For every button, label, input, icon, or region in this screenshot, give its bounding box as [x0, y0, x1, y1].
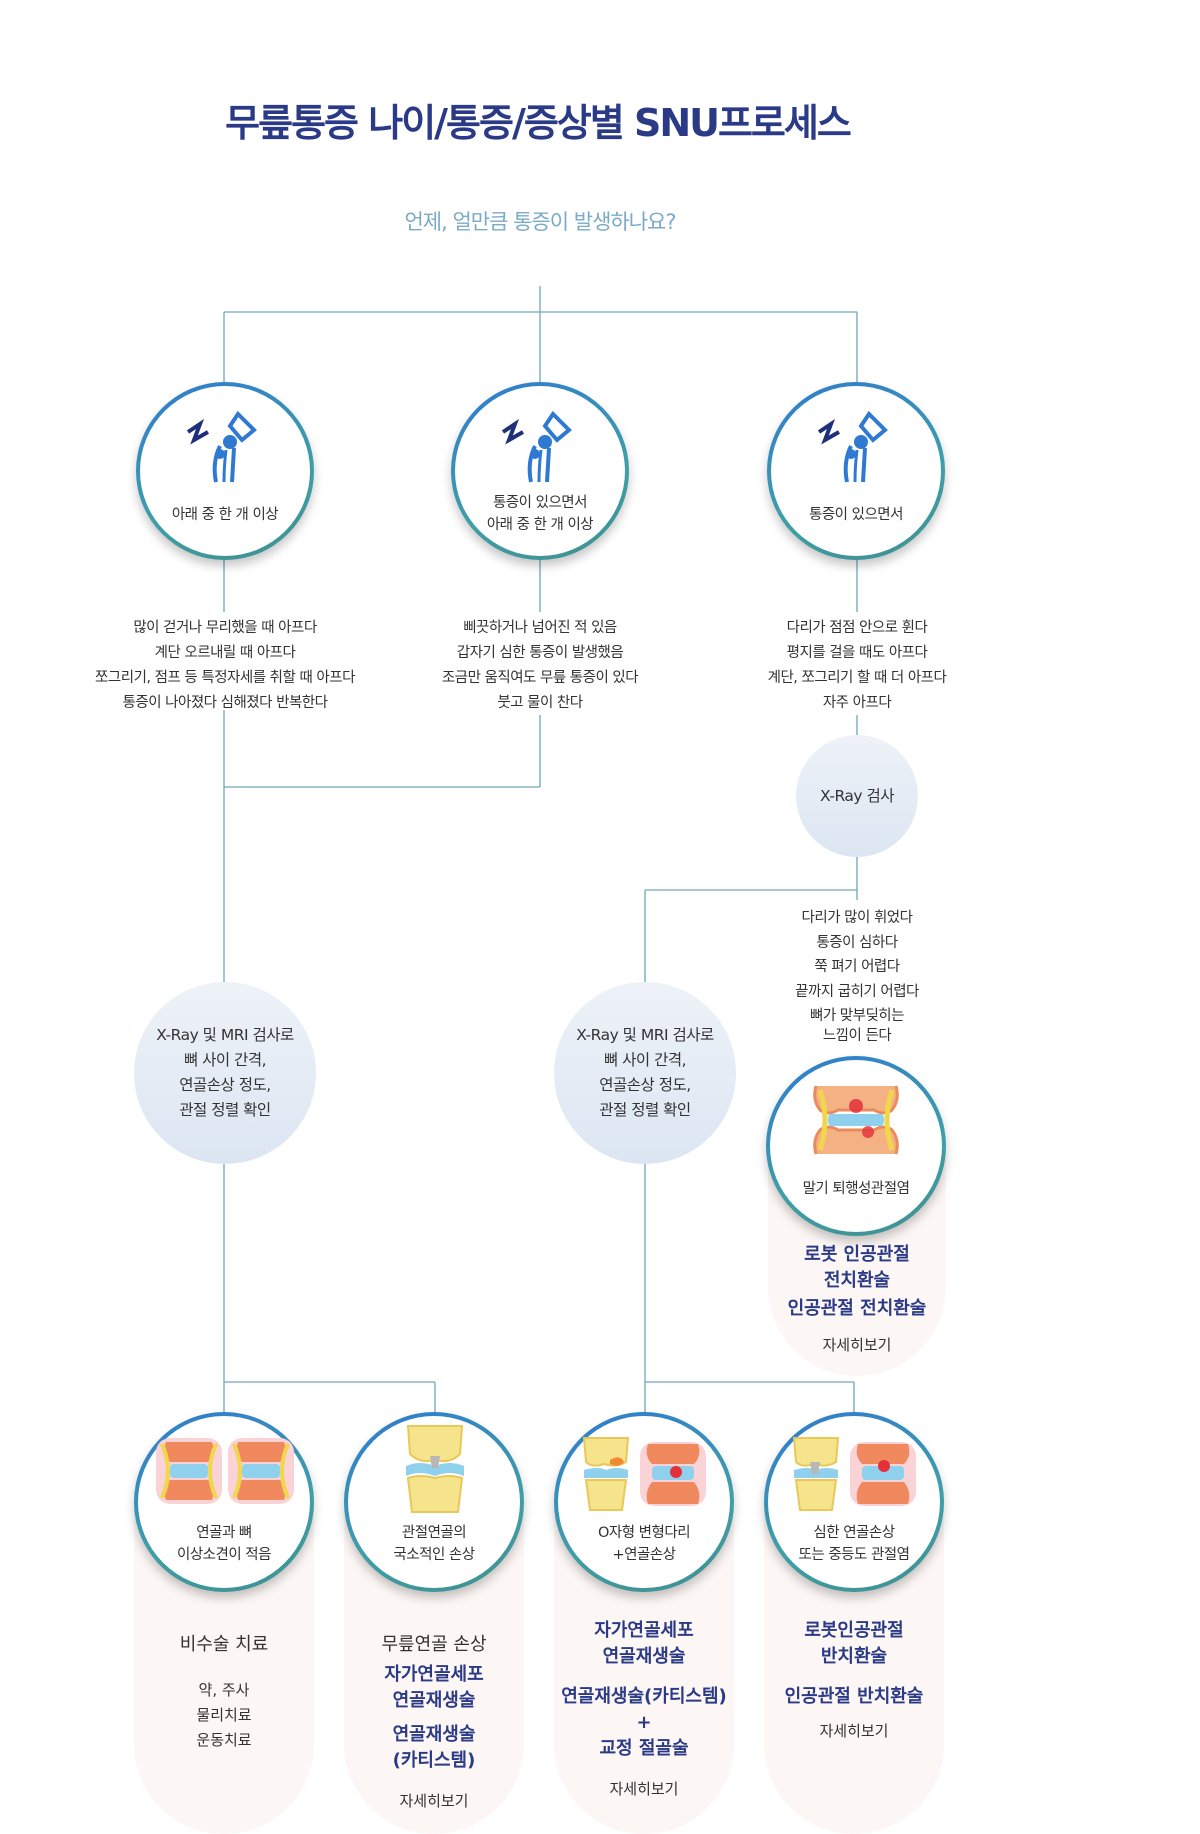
symptom-item: 끝까지 굽히기 어렵다 [795, 983, 919, 1000]
symptom-item: 느낌이 든다 [822, 1027, 892, 1044]
treatment-name: (카티스템) [392, 1750, 476, 1771]
treatment-name: + [636, 1712, 652, 1733]
circle-label: 국소적인 손상 [393, 1547, 475, 1563]
circle-label: O자형 변형다리 [597, 1525, 691, 1541]
treatment-name: 인공관절 전치환술 [787, 1298, 927, 1319]
knee-pain-icon [817, 410, 888, 483]
circle-pain-group-3: 통증이 있으면서 [767, 382, 945, 560]
detail-link[interactable]: 자세히보기 [399, 1792, 469, 1810]
mri-text: X-Ray 및 MRI 검사로 [156, 1026, 294, 1044]
mri-text: 연골손상 정도, [599, 1076, 691, 1094]
circle-end-stage: 말기 퇴행성관절염 [766, 1056, 946, 1236]
healthy-joint-icon [156, 1438, 294, 1504]
circle-label: 또는 중등도 관절염 [798, 1547, 910, 1563]
treatment-heading: 비수술 치료 [179, 1634, 269, 1655]
mri-exam-right: X-Ray 및 MRI 검사로 뼈 사이 간격, 연골손상 정도, 관절 정렬 … [554, 982, 736, 1164]
question-text: 언제, 얼만큼 통증이 발생하나요? [404, 210, 676, 234]
symptom-item: 쭉 펴기 어렵다 [814, 959, 900, 975]
mri-text: 뼈 사이 간격, [603, 1051, 687, 1069]
treatment-name: 연골재생술(카티스템) [561, 1686, 727, 1707]
circle-mild-damage: 연골과 뼈 이상소견이 적음 [134, 1412, 314, 1592]
symptom-list-2: 삐끗하거나 넘어진 적 있음 갑자기 심한 통증이 발생했음 조금만 움직여도 … [395, 616, 685, 716]
detail-link[interactable]: 자세히보기 [819, 1722, 889, 1740]
treatment-item: 약, 주사 [198, 1681, 250, 1699]
circle-label: +연골손상 [612, 1547, 676, 1563]
severe-symptom-list: 다리가 많이 휘었다 통증이 심하다 쭉 펴기 어렵다 끝까지 굽히기 어렵다 … [752, 906, 962, 1048]
circle-label: 연골과 뼈 [196, 1525, 252, 1541]
treatment-name: 인공관절 반치환술 [784, 1686, 924, 1707]
symptom-item: 붓고 물이 찬다 [497, 695, 583, 711]
treatment-name: 연골재생술 [392, 1724, 476, 1745]
circle-pain-group-1: 아래 중 한 개 이상 [136, 382, 314, 560]
symptom-item: 계단 오르내릴 때 아프다 [154, 645, 296, 661]
treatment-name: 연골재생술 [602, 1646, 686, 1667]
treatment-name: 교정 절골술 [599, 1738, 689, 1759]
treatment-name: 반치환술 [820, 1646, 888, 1667]
arthritis-joint-icon [813, 1085, 899, 1155]
xray-label: X-Ray 검사 [820, 786, 895, 805]
symptom-item: 자주 아프다 [822, 695, 892, 711]
symptom-item: 쪼그리기, 점프 등 특정자세를 취할 때 아프다 [95, 670, 355, 686]
mri-text: X-Ray 및 MRI 검사로 [576, 1026, 714, 1044]
mri-exam-left: X-Ray 및 MRI 검사로 뼈 사이 간격, 연골손상 정도, 관절 정렬 … [134, 982, 316, 1164]
treatment-name: 연골재생술 [392, 1690, 476, 1711]
circle-local-damage: 관절연골의 국소적인 손상 [344, 1412, 524, 1592]
symptom-item: 다리가 점점 안으로 휜다 [786, 620, 928, 636]
circle-label: 이상소견이 적음 [177, 1547, 272, 1563]
xray-exam: X-Ray 검사 [796, 735, 918, 857]
treatment-name: 로봇인공관절 [804, 1620, 904, 1641]
symptom-item: 다리가 많이 휘었다 [801, 910, 913, 926]
circle-label: 아래 중 한 개 이상 [486, 517, 594, 533]
symptom-item: 조금만 움직여도 무릎 통증이 있다 [441, 670, 639, 686]
mri-text: 연골손상 정도, [179, 1076, 271, 1094]
symptom-item: 뼈가 맞부딪히는 [810, 1008, 905, 1024]
mri-text: 관절 정렬 확인 [179, 1101, 271, 1119]
treatment-item: 운동치료 [196, 1731, 252, 1749]
circle-label: 말기 퇴행성관절염 [802, 1181, 910, 1197]
treatment-item: 물리치료 [196, 1706, 252, 1724]
treatment-name: 로봇 인공관절 [804, 1244, 910, 1265]
treatment-name: 자가연골세포 [384, 1664, 484, 1685]
knee-pain-icon [501, 410, 572, 483]
o-leg-joint-icon [582, 1437, 706, 1511]
symptom-item: 계단, 쪼그리기 할 때 더 아프다 [767, 670, 947, 686]
mri-text: 관절 정렬 확인 [599, 1101, 691, 1119]
circle-label: 통증이 있으면서 [493, 495, 588, 511]
circle-severe-damage: 심한 연골손상 또는 중등도 관절염 [764, 1412, 944, 1592]
symptom-list-3: 다리가 점점 안으로 휜다 평지를 걸을 때도 아프다 계단, 쪼그리기 할 때… [722, 616, 992, 716]
circle-label: 통증이 있으면서 [809, 507, 904, 523]
circle-label: 아래 중 한 개 이상 [171, 507, 279, 523]
cartilage-damage-icon [406, 1425, 464, 1513]
symptom-list-1: 많이 걷거나 무리했을 때 아프다 계단 오르내릴 때 아프다 쪼그리기, 점프… [60, 616, 390, 716]
mri-text: 뼈 사이 간격, [183, 1051, 267, 1069]
symptom-item: 통증이 심하다 [816, 934, 898, 951]
symptom-item: 통증이 나아졌다 심해졌다 반복한다 [122, 695, 328, 711]
symptom-item: 평지를 걸을 때도 아프다 [786, 645, 928, 661]
severe-joint-icon [792, 1437, 916, 1511]
detail-link[interactable]: 자세히보기 [609, 1780, 679, 1798]
page-title: 무릎통증 나이/통증/증상별 SNU프로세스 [225, 101, 852, 145]
detail-link[interactable]: 자세히보기 [822, 1336, 892, 1354]
treatment-name: 전치환술 [823, 1270, 891, 1291]
knee-pain-icon [186, 410, 257, 483]
treatment-name: 자가연골세포 [594, 1620, 694, 1641]
treatment-heading: 무릎연골 손상 [381, 1634, 487, 1655]
circle-label: 관절연골의 [401, 1525, 467, 1541]
symptom-item: 삐끗하거나 넘어진 적 있음 [463, 620, 617, 636]
symptom-item: 갑자기 심한 통증이 발생했음 [456, 645, 624, 661]
circle-label: 심한 연골손상 [813, 1525, 895, 1541]
circle-pain-group-2: 통증이 있으면서 아래 중 한 개 이상 [451, 382, 629, 560]
symptom-item: 많이 걷거나 무리했을 때 아프다 [133, 620, 317, 636]
circle-o-leg: O자형 변형다리 +연골손상 [554, 1412, 734, 1592]
